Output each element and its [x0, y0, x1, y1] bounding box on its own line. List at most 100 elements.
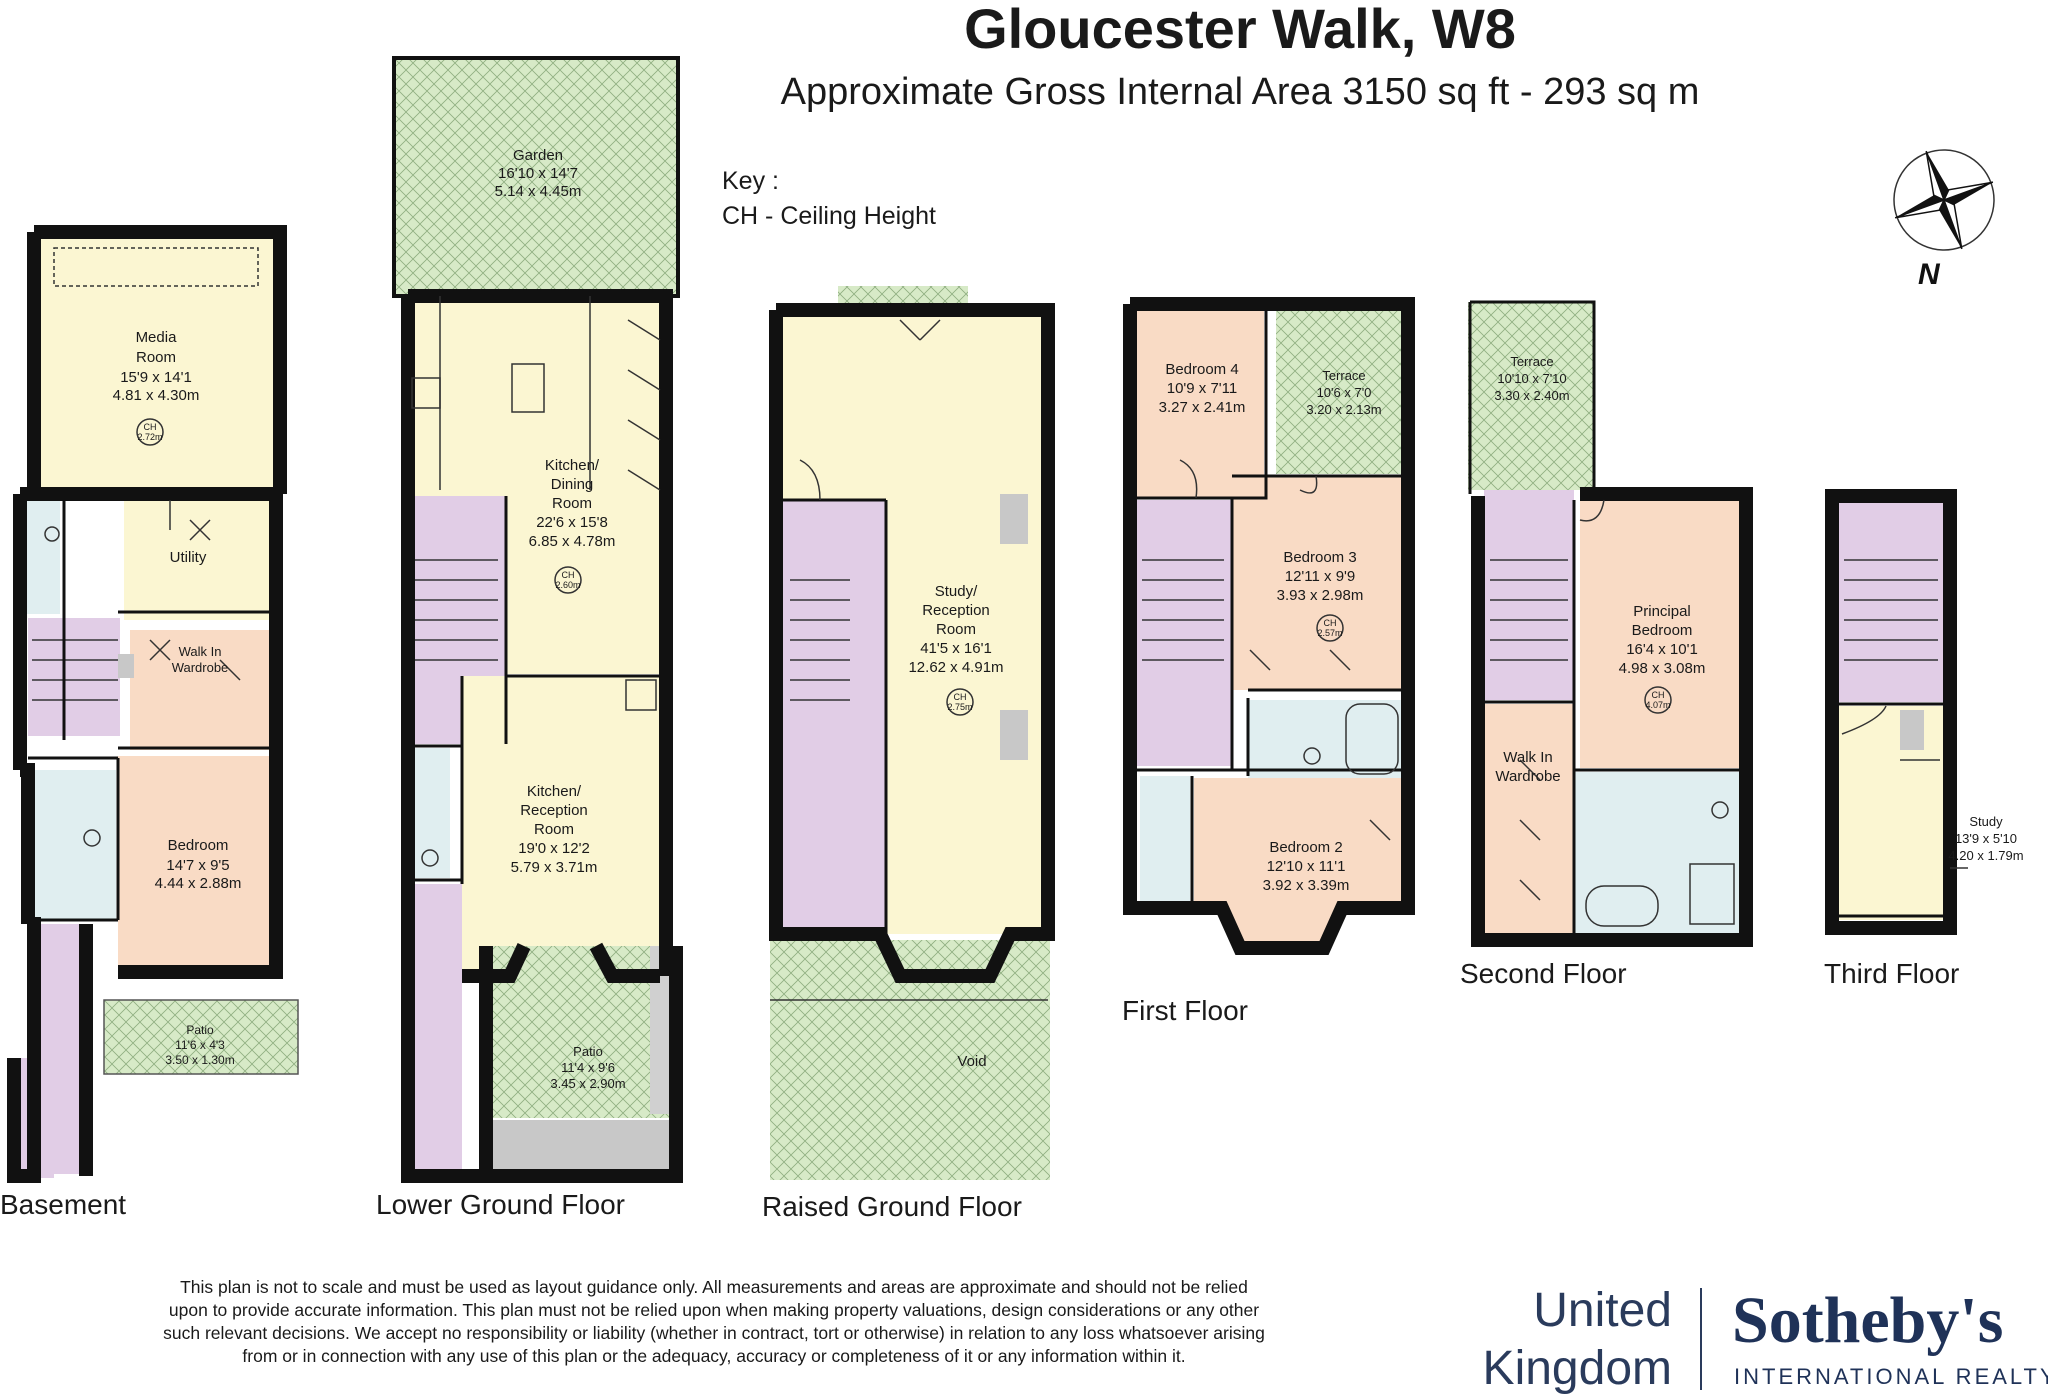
brand-region-line2: Kingdom — [1482, 1342, 1672, 1395]
brand-tagline: INTERNATIONAL REALTY — [1734, 1364, 2048, 1389]
second-floor-toilet-icon — [1711, 801, 1729, 819]
principal-bedroom-ch-value: 4.07m — [1645, 700, 1670, 710]
third-floor-stairs-area — [1838, 500, 1944, 702]
study-reception-ch-badge — [946, 688, 974, 716]
bedroom-3-imperial: 12'11 x 9'9 — [1285, 568, 1356, 585]
kitchen-dining-imperial: 22'6 x 15'8 — [536, 514, 608, 531]
lower-ground-floor: Garden 16'10 x 14'7 5.14 x 4.45m Kitchen… — [376, 56, 683, 1220]
bedroom-2-bay-area — [1222, 908, 1342, 948]
raised-ground-fireplace-2 — [1000, 710, 1028, 760]
lower-ground-vault-area — [486, 1120, 676, 1174]
third-floor-label: Third Floor — [1824, 958, 1959, 989]
garden-area — [392, 56, 680, 298]
compass-north-label: N — [1918, 258, 1941, 291]
principal-bedroom-ch-label: CH — [1652, 690, 1665, 700]
garden-metric: 5.14 x 4.45m — [495, 183, 582, 200]
kitchen-dining-ch-badge — [554, 566, 582, 594]
basement-floor-label: Basement — [0, 1189, 126, 1220]
second-floor-stairs-treads — [1490, 559, 1568, 661]
first-floor-terrace-metric: 3.20 x 2.13m — [1306, 402, 1381, 417]
second-floor-terrace-metric: 3.30 x 2.40m — [1494, 388, 1569, 403]
basement-bedroom-imperial: 14'7 x 9'5 — [166, 857, 229, 874]
principal-bedroom-name-line1: Principal — [1633, 603, 1691, 620]
lower-ground-toilet-icon — [421, 849, 439, 867]
study-reception-ch-value: 2.75m — [947, 702, 972, 712]
media-room-ch-badge — [136, 418, 164, 446]
first-floor: Bedroom 4 10'9 x 7'11 3.27 x 2.41m Terra… — [1122, 297, 1415, 1026]
first-floor-terrace-area — [1276, 302, 1410, 474]
bedroom-2-name: Bedroom 2 — [1269, 839, 1342, 856]
plan-title: Gloucester Walk, W8 — [964, 0, 1516, 60]
second-floor-label: Second Floor — [1460, 958, 1627, 989]
media-room-screen-outline — [53, 247, 259, 287]
raised-ground-fireplace-1 — [1000, 494, 1028, 544]
second-floor-wardrobe-area — [1484, 704, 1574, 934]
study-reception-imperial: 41'5 x 16'1 — [920, 640, 992, 657]
second-floor-terrace-imperial: 10'10 x 7'10 — [1497, 371, 1566, 386]
media-room-metric: 4.81 x 4.30m — [113, 387, 200, 404]
second-floor-ensuite-area — [1574, 772, 1740, 934]
second-floor-wardrobe-name-line1: Walk In — [1503, 749, 1552, 766]
lower-ground-floor-label: Lower Ground Floor — [376, 1189, 625, 1220]
bedroom-3-ch-value: 2.57m — [1317, 628, 1342, 638]
raised-ground-floor: Study/ Reception Room 41'5 x 16'1 12.62 … — [762, 286, 1055, 1222]
basement-patio-name: Patio — [186, 1023, 214, 1037]
kitchen-reception-name-line2: Reception — [520, 802, 588, 819]
first-floor-terrace-name: Terrace — [1322, 368, 1365, 383]
study-reception-name-line1: Study/ — [935, 583, 978, 600]
first-floor-bath-icon — [1345, 703, 1399, 775]
kitchen-island-sink — [511, 363, 545, 413]
basement-toilet-icon — [83, 829, 101, 847]
first-floor-terrace-imperial: 10'6 x 7'0 — [1317, 385, 1372, 400]
key-entry: CH - Ceiling Height — [722, 202, 936, 230]
basement-wardrobe-label-line2: Wardrobe — [172, 660, 229, 675]
study-reception-name-line3: Room — [936, 621, 976, 638]
bedroom-2-imperial: 12'10 x 11'1 — [1267, 858, 1346, 875]
principal-bedroom-area — [1580, 500, 1740, 768]
raised-ground-balcony-area — [838, 286, 968, 304]
third-floor-stairs-treads — [1844, 559, 1938, 661]
basement-patio-area — [103, 999, 299, 1075]
brand-region-line1: United — [1533, 1284, 1672, 1337]
raised-ground-floor-label: Raised Ground Floor — [762, 1191, 1022, 1222]
second-floor-shower-icon — [1689, 863, 1735, 925]
media-room-label: Media Room 15'9 x 14'1 4.81 x 4.30m CH 2… — [113, 329, 200, 446]
principal-bedroom-ch-badge — [1644, 686, 1672, 714]
kitchen-reception-name-line1: Kitchen/ — [527, 783, 582, 800]
bedroom-2-area — [1194, 778, 1408, 908]
first-floor-shower-area — [1140, 776, 1190, 906]
compass-icon — [1893, 149, 1995, 251]
lower-ground-patio-imperial: 11'4 x 9'6 — [561, 1060, 615, 1075]
basement-wardrobe-label-line1: Walk In — [179, 644, 222, 659]
disclaimer-text: This plan is not to scale and must be us… — [163, 1277, 1265, 1366]
study-reception-name-line2: Reception — [922, 602, 990, 619]
key-heading: Key : — [722, 167, 779, 195]
bedroom-3-metric: 3.93 x 2.98m — [1277, 587, 1364, 604]
utility-area — [124, 496, 276, 620]
second-floor-bath-icon — [1585, 885, 1659, 927]
kitchen-reception-metric: 5.79 x 3.71m — [511, 859, 598, 876]
raised-ground-stairs-treads — [790, 579, 850, 701]
second-floor-terrace-area — [1468, 302, 1594, 490]
lower-ground-hob-icon-2 — [625, 679, 657, 711]
plan-subtitle: Approximate Gross Internal Area 3150 sq … — [781, 71, 1700, 113]
void-label: Void — [957, 1053, 986, 1070]
basement-patio-metric: 3.50 x 1.30m — [165, 1053, 234, 1067]
bedroom-3-area — [1232, 476, 1408, 690]
second-floor-stairs-area — [1484, 490, 1574, 700]
bedroom-3-name: Bedroom 3 — [1283, 549, 1356, 566]
basement-bedroom-name: Bedroom — [168, 837, 229, 854]
bedroom-4-metric: 3.27 x 2.41m — [1159, 399, 1246, 416]
utility-label: Utility — [170, 549, 207, 566]
principal-bedroom-metric: 4.98 x 3.08m — [1619, 660, 1706, 677]
third-floor-cupboard — [1900, 710, 1924, 750]
third-floor-study-metric: 4.20 x 1.79m — [1948, 848, 2023, 863]
kitchen-reception-name-line3: Room — [534, 821, 574, 838]
basement-stairs-area — [28, 618, 120, 736]
basement-bedroom-metric: 4.44 x 2.88m — [155, 875, 242, 892]
garden-imperial: 16'10 x 14'7 — [498, 165, 578, 182]
kitchen-dining-ch-label: CH — [562, 570, 575, 580]
basement-cupboard — [118, 654, 134, 678]
raised-ground-hall-area — [782, 500, 886, 930]
